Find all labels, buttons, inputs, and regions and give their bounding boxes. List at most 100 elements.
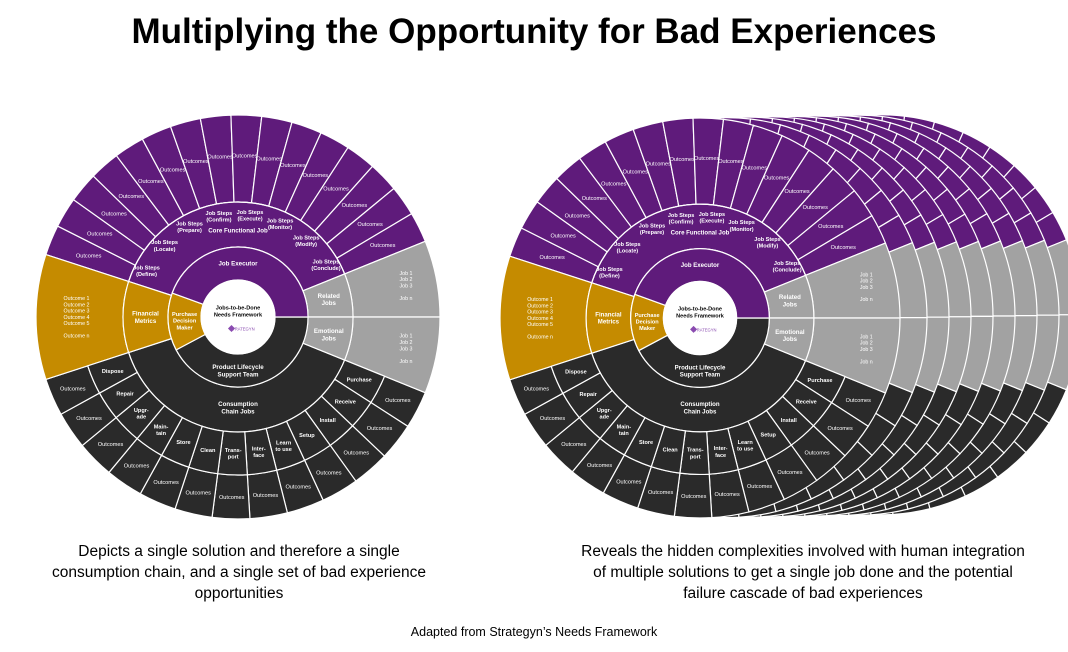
front-outcomes-label: Outcomes: [742, 166, 767, 172]
front-outcomes-label: Outcomes: [818, 224, 843, 230]
front-consumption-step-label: Upgr-ade: [597, 408, 612, 421]
front-job-step-label: Job Steps(Locate): [614, 242, 640, 255]
front-outcomes-label: Outcomes: [587, 463, 612, 469]
single-outcomes-label: Outcomes: [207, 154, 233, 160]
right-caption: Reveals the hidden complexities involved…: [581, 543, 1025, 602]
front-strategyn-logo-icon: [690, 325, 698, 333]
single-consumption-step-label: Setup: [299, 433, 315, 439]
page-title: Multiplying the Opportunity for Bad Expe…: [131, 12, 937, 51]
single-outcomes-label: Outcomes: [138, 179, 164, 185]
single-consumption-step-label: Install: [320, 418, 337, 424]
single-consumption-step-label: Main-tain: [154, 424, 169, 437]
single-consumption-step-label: Inter-face: [252, 447, 266, 460]
front-consumption-step-label: Trans-port: [687, 448, 704, 461]
front-outcomes-label: Outcomes: [540, 416, 565, 422]
front-outcomes-label: Outcomes: [747, 484, 772, 490]
front-outcomes-label: Outcomes: [582, 196, 607, 202]
single-job-step-label: Job Steps(Define): [133, 266, 160, 279]
single-wheel: OutcomesOutcomesOutcomesOutcomesOutcomes…: [35, 114, 441, 520]
front-job-step-label: Job Steps(Execute): [699, 212, 725, 225]
single-job-step-label: Job Steps(Conclude): [311, 259, 340, 272]
source-credit: Adapted from Strategyn’s Needs Framework: [410, 625, 658, 639]
front-consumption-step-label: Repair: [580, 392, 598, 398]
single-outcomes-label: Outcomes: [153, 480, 179, 486]
front-outcomes-label: Outcomes: [565, 213, 590, 219]
front-consumption-step-label: Setup: [761, 433, 777, 439]
front-outcomes-label: Outcomes: [616, 479, 641, 485]
front-consumption-step-label: Store: [639, 440, 653, 446]
single-outcomes-label: Outcomes: [385, 398, 411, 404]
single-outcomes-label: Outcomes: [344, 451, 370, 457]
single-outcomes-label: Outcomes: [323, 187, 349, 193]
single-outcomes-label: Outcomes: [303, 173, 329, 179]
single-outcomes-label: Outcomes: [101, 211, 127, 217]
front-outcomes-label: Outcomes: [777, 470, 802, 476]
single-job-step-label: Job Steps(Modify): [293, 235, 320, 248]
single-consumption-step-label: Trans-port: [225, 448, 242, 461]
front-outcomes-label: Outcomes: [601, 181, 626, 187]
single-job-step-label: Job Steps(Locate): [151, 240, 178, 253]
front-outcomes-label: Outcomes: [803, 205, 828, 211]
single-outcomes-label: Outcomes: [367, 426, 393, 432]
front-outcomes-label: Outcomes: [681, 494, 706, 500]
front-outcomes-label: Outcomes: [828, 426, 853, 432]
front-center-brand: STRATEGYN: [691, 327, 716, 332]
single-outcomes-label: Outcomes: [76, 253, 102, 259]
single-consumption-step-label: Dispose: [102, 369, 124, 375]
front-outcomes-label: Outcomes: [670, 157, 695, 163]
single-consumption-step-label: Repair: [116, 392, 134, 398]
front-center-circle: [662, 280, 738, 356]
front-job-step-label: Job Steps(Modify): [754, 237, 780, 250]
front-job-step-label: Job Steps(Prepare): [639, 223, 665, 236]
single-consumption-step-label: Store: [176, 440, 190, 446]
single-outcomes-label: Outcomes: [119, 194, 145, 200]
single-consumption-step-label: Purchase: [347, 378, 372, 384]
front-core-functional-job-label: Core Functional Job: [671, 229, 730, 236]
single-outcomes-label: Outcomes: [87, 231, 113, 237]
front-outcomes-label: Outcomes: [784, 189, 809, 195]
front-wheel: OutcomesOutcomesOutcomesOutcomesOutcomes…: [499, 117, 901, 519]
front-job-step-label: Job Steps(Define): [596, 267, 622, 280]
single-outcomes-label: Outcomes: [316, 470, 342, 476]
front-consumption-step-label: Clean: [663, 448, 679, 454]
single-center-brand: STRATEGYN: [229, 326, 254, 331]
single-outcomes-label: Outcomes: [357, 222, 383, 228]
single-outcomes-label: Outcomes: [60, 386, 86, 392]
front-outcomes-label: Outcomes: [764, 176, 789, 182]
single-consumption-step-label: Clean: [200, 448, 216, 454]
single-job-step-label: Job Steps(Execute): [237, 210, 264, 223]
front-outcomes-label: Outcomes: [831, 245, 856, 251]
front-job-step-label: Job Steps(Confirm): [668, 213, 694, 226]
single-outcomes-label: Outcomes: [160, 167, 186, 173]
front-outcomes-label: Outcomes: [540, 255, 565, 261]
front-job-executor-label: Job Executor: [681, 262, 720, 269]
front-outcomes-label: Outcomes: [694, 156, 719, 162]
front-job-step-label: Job Steps(Monitor): [728, 220, 754, 233]
single-outcomes-label: Outcomes: [370, 243, 396, 249]
single-strategyn-logo-icon: [227, 324, 236, 333]
single-outcomes-label: Outcomes: [342, 203, 368, 209]
single-outcomes-label: Outcomes: [256, 156, 282, 162]
single-center-circle: [200, 279, 276, 355]
single-outcomes-label: Outcomes: [98, 442, 124, 448]
single-job-step-label: Job Steps(Prepare): [176, 221, 203, 234]
front-outcomes-label: Outcomes: [551, 233, 576, 239]
front-job-step-label: Job Steps(Conclude): [773, 261, 802, 274]
